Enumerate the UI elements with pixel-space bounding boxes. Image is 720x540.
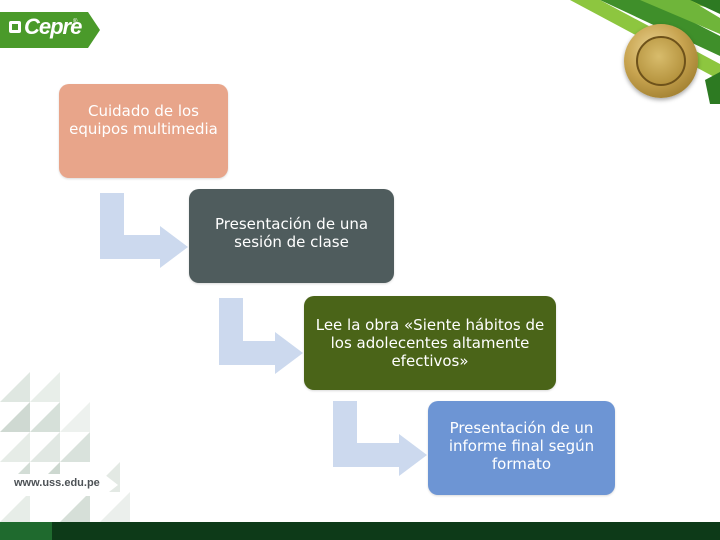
elbow-arrow <box>219 298 303 374</box>
footer-bar-accent <box>0 522 52 540</box>
triangle-shape <box>60 492 90 522</box>
logo-square-icon <box>9 21 21 33</box>
triangle-shape <box>100 492 130 522</box>
university-seal-icon <box>624 24 698 98</box>
process-step-3: Lee la obra «Siente hábitos de los adole… <box>304 296 556 390</box>
logo-text: Cepre <box>24 14 82 39</box>
process-step-4: Presentación de un informe final según f… <box>428 401 615 495</box>
elbow-arrow <box>333 401 427 476</box>
elbow-arrow <box>100 193 188 268</box>
triangle-shape <box>60 402 90 432</box>
triangle-shape <box>0 432 30 462</box>
footer-bar <box>0 522 720 540</box>
ribbon-stripe <box>705 72 720 104</box>
triangle-shape <box>30 402 60 432</box>
process-step-1: Cuidado de los equipos multimedia <box>59 84 228 178</box>
triangle-shape <box>0 372 30 402</box>
ribbon-stripe <box>640 0 720 34</box>
ribbon-stripe <box>690 0 720 14</box>
triangle-shape <box>0 492 30 522</box>
triangle-shape <box>30 432 60 462</box>
logo-registered-mark: ® <box>73 19 78 25</box>
process-step-label: Presentación de una sesión de clase <box>214 215 369 251</box>
process-step-2: Presentación de una sesión de clase <box>189 189 394 283</box>
seal-center <box>636 36 686 86</box>
process-step-label: Lee la obra «Siente hábitos de los adole… <box>315 316 545 370</box>
process-step-label: Cuidado de los equipos multimedia <box>69 102 218 138</box>
website-url[interactable]: www.uss.edu.pe <box>14 477 100 489</box>
url-banner <box>0 474 118 496</box>
triangle-shape <box>0 402 30 432</box>
triangle-shape <box>30 372 60 402</box>
triangle-shape <box>60 432 90 462</box>
process-step-label: Presentación de un informe final según f… <box>448 419 595 473</box>
